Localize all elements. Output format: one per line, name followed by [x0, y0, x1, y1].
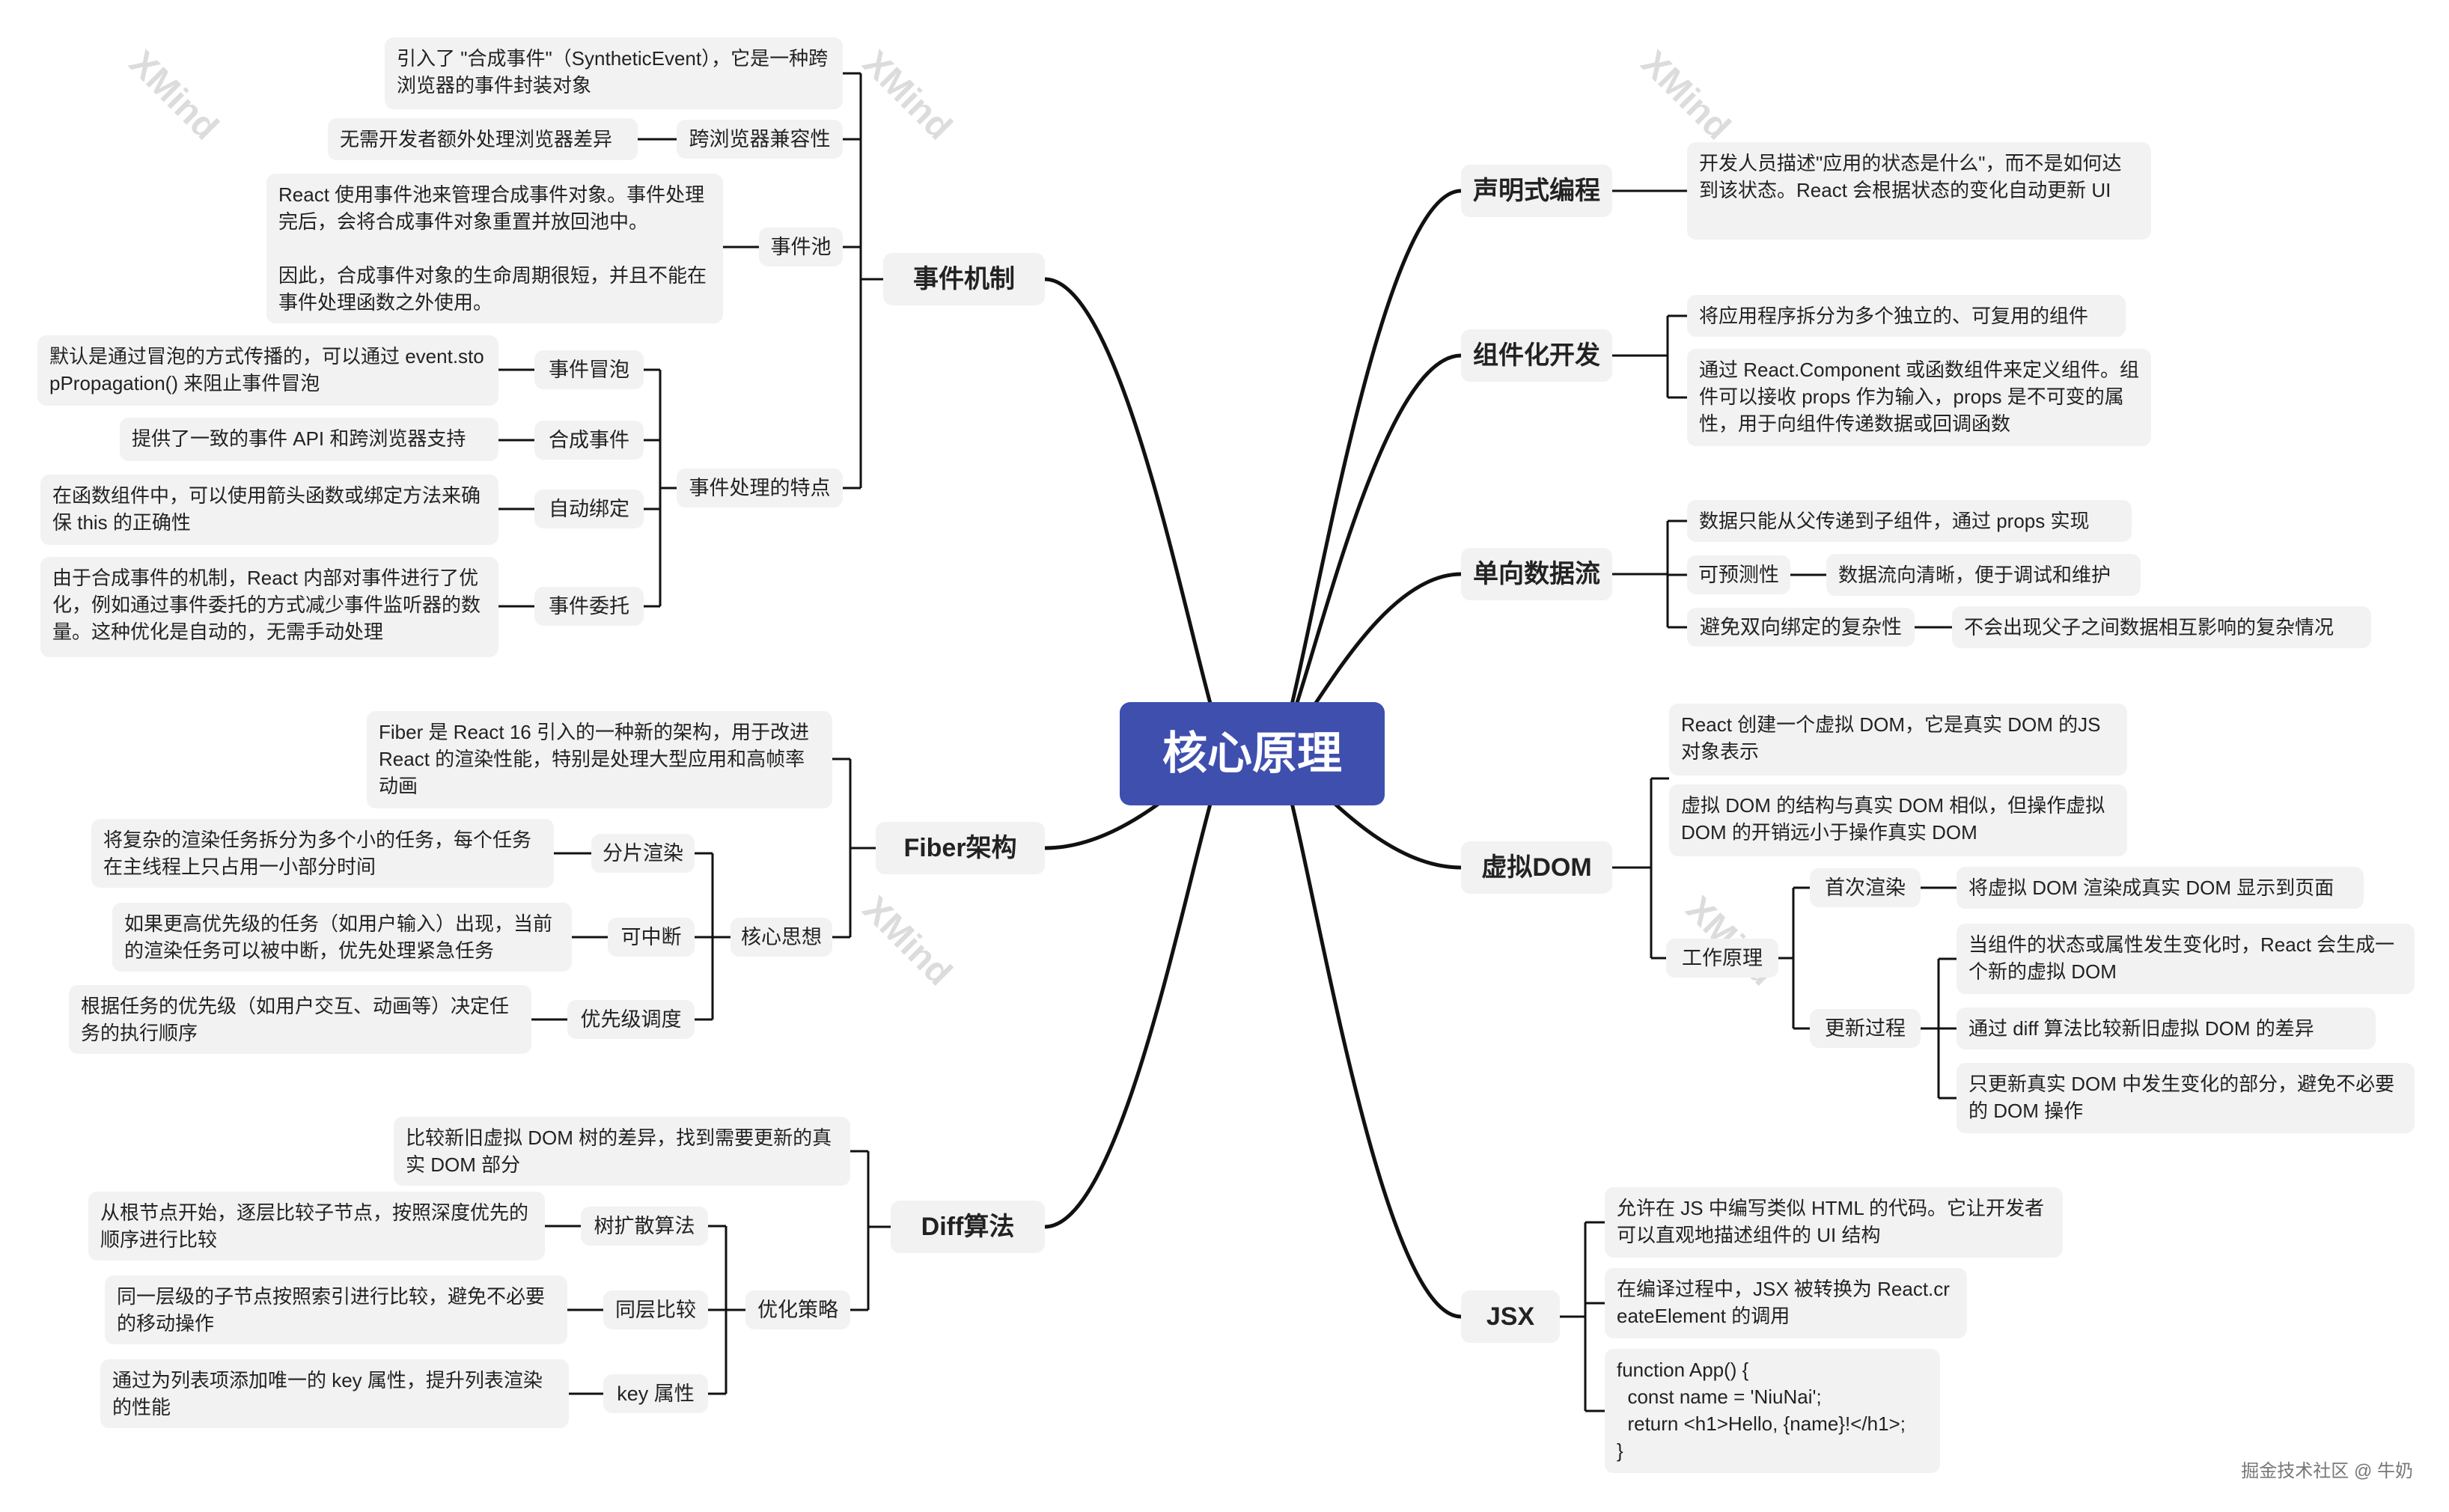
leaf-jsx-desc2: 在编译过程中，JSX 被转换为 React.createElement 的调用 [1605, 1268, 1967, 1338]
leaf-vdom-desc2: 虚拟 DOM 的结构与真实 DOM 相似，但操作虚拟 DOM 的开销远小于操作真… [1669, 784, 2127, 856]
leaf-component-desc2: 通过 React.Component 或函数组件来定义组件。组件可以接收 pro… [1687, 349, 2151, 446]
leaf-diff-intro: 比较新旧虚拟 DOM 树的差异，找到需要更新的真实 DOM 部分 [394, 1117, 850, 1186]
leaf-autobind-desc: 在函数组件中，可以使用箭头函数或绑定方法来确保 this 的正确性 [40, 475, 498, 545]
leaf-predictable-desc: 数据流向清晰，便于调试和维护 [1826, 554, 2141, 596]
node-diff-level[interactable]: 同层比较 [603, 1290, 708, 1329]
node-diff-strategy[interactable]: 优化策略 [745, 1290, 850, 1329]
leaf-synthetic-event-intro: 引入了 "合成事件"（SyntheticEvent），它是一种跨浏览器的事件封装… [385, 37, 843, 109]
node-diff-tree[interactable]: 树扩散算法 [581, 1207, 708, 1246]
branch-declarative[interactable]: 声明式编程 [1461, 165, 1612, 217]
branch-fiber[interactable]: Fiber架构 [876, 822, 1045, 874]
node-avoid-twoway[interactable]: 避免双向绑定的复杂性 [1687, 608, 1915, 647]
leaf-component-desc1: 将应用程序拆分为多个独立的、可复用的组件 [1687, 295, 2126, 337]
leaf-update-desc3: 只更新真实 DOM 中发生变化的部分，避免不必要的 DOM 操作 [1957, 1063, 2415, 1133]
leaf-fiber-intro: Fiber 是 React 16 引入的一种新的架构，用于改进 React 的渲… [367, 711, 832, 808]
leaf-cross-browser-desc: 无需开发者额外处理浏览器差异 [328, 118, 638, 160]
node-fiber-slice[interactable]: 分片渲染 [591, 834, 695, 873]
branch-component[interactable]: 组件化开发 [1461, 329, 1612, 382]
leaf-diff-key-desc: 通过为列表项添加唯一的 key 属性，提升列表渲染的性能 [100, 1359, 569, 1428]
branch-vdom[interactable]: 虚拟DOM [1461, 841, 1612, 894]
node-fiber-priority[interactable]: 优先级调度 [567, 1000, 695, 1039]
leaf-update-desc2: 通过 diff 算法比较新旧虚拟 DOM 的差异 [1957, 1008, 2376, 1049]
leaf-first-render-desc: 将虚拟 DOM 渲染成真实 DOM 显示到页面 [1957, 867, 2364, 909]
branch-oneway[interactable]: 单向数据流 [1461, 548, 1612, 600]
leaf-fiber-priority-desc: 根据任务的优先级（如用户交互、动画等）决定任务的执行顺序 [69, 985, 531, 1054]
leaf-jsx-desc1: 允许在 JS 中编写类似 HTML 的代码。它让开发者可以直观地描述组件的 UI… [1605, 1187, 2063, 1258]
leaf-diff-level-desc: 同一层级的子节点按照索引进行比较，避免不必要的移动操作 [105, 1275, 567, 1344]
node-diff-key[interactable]: key 属性 [603, 1374, 708, 1413]
leaf-declarative-desc: 开发人员描述"应用的状态是什么"，而不是如何达到该状态。React 会根据状态的… [1687, 142, 2151, 240]
root-connector [1273, 752, 1462, 1319]
node-first-render[interactable]: 首次渲染 [1810, 868, 1921, 907]
root-connector [1044, 752, 1231, 1229]
node-cross-browser[interactable]: 跨浏览器兼容性 [677, 120, 843, 159]
leaf-fiber-slice-desc: 将复杂的渲染任务拆分为多个小的任务，每个任务在主线程上只占用一小部分时间 [91, 819, 554, 888]
leaf-diff-tree-desc: 从根节点开始，逐层比较子节点，按照深度优先的顺序进行比较 [88, 1192, 545, 1260]
root-node[interactable]: 核心原理 [1120, 702, 1385, 805]
node-fiber-interrupt[interactable]: 可中断 [608, 918, 695, 957]
node-autobind[interactable]: 自动绑定 [534, 490, 644, 528]
branch-jsx[interactable]: JSX [1461, 1290, 1560, 1343]
node-synthetic[interactable]: 合成事件 [534, 421, 644, 460]
leaf-oneway-desc1: 数据只能从父传递到子组件，通过 props 实现 [1687, 500, 2132, 542]
node-event-bubble[interactable]: 事件冒泡 [534, 350, 644, 389]
leaf-update-desc1: 当组件的状态或属性发生变化时，React 会生成一个新的虚拟 DOM [1957, 924, 2415, 994]
node-event-features[interactable]: 事件处理的特点 [677, 469, 843, 507]
leaf-synthetic-desc: 提供了一致的事件 API 和跨浏览器支持 [120, 418, 498, 461]
branch-event-mechanism[interactable]: 事件机制 [883, 253, 1045, 305]
node-event-pool[interactable]: 事件池 [759, 228, 843, 266]
leaf-avoid-twoway-desc: 不会出现父子之间数据相互影响的复杂情况 [1952, 606, 2371, 648]
node-update-process[interactable]: 更新过程 [1810, 1009, 1921, 1048]
node-delegate[interactable]: 事件委托 [534, 587, 644, 626]
root-connector [1273, 189, 1462, 756]
leaf-event-bubble-desc: 默认是通过冒泡的方式传播的，可以通过 event.stopPropagation… [37, 335, 498, 406]
code-jsx-example: function App() { const name = 'NiuNai'; … [1605, 1349, 1940, 1473]
leaf-fiber-interrupt-desc: 如果更高优先级的任务（如用户输入）出现，当前的渲染任务可以被中断，优先处理紧急任… [112, 903, 572, 972]
node-predictable[interactable]: 可预测性 [1687, 555, 1790, 594]
credit-text: 掘金技术社区 @ 牛奶 [2241, 1461, 2413, 1481]
leaf-event-pool-desc: React 使用事件池来管理合成事件对象。事件处理完后，会将合成事件对象重置并放… [266, 174, 723, 323]
branch-diff[interactable]: Diff算法 [891, 1201, 1045, 1253]
leaf-vdom-desc1: React 创建一个虚拟 DOM，它是真实 DOM 的JS对象表示 [1669, 704, 2127, 775]
node-vdom-work[interactable]: 工作原理 [1666, 939, 1778, 978]
node-fiber-core[interactable]: 核心思想 [731, 918, 832, 957]
root-connector [1044, 277, 1231, 756]
leaf-delegate-desc: 由于合成事件的机制，React 内部对事件进行了优化，例如通过事件委托的方式减少… [40, 557, 498, 657]
root-connector [1273, 353, 1462, 756]
